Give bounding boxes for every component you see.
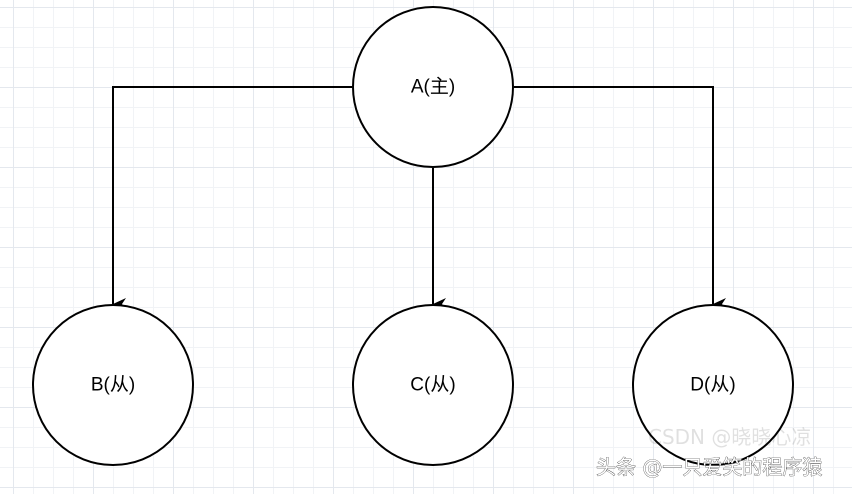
node-a-label: A(主) xyxy=(411,76,455,98)
node-d[interactable]: D(从) xyxy=(632,304,794,466)
node-d-circle xyxy=(632,304,794,466)
node-c[interactable]: C(从) xyxy=(352,304,514,466)
connectors xyxy=(112,86,726,310)
node-b-circle xyxy=(32,304,194,466)
edge-a-to-d xyxy=(514,86,726,310)
node-a[interactable]: A(主) xyxy=(352,6,514,168)
node-c-circle xyxy=(352,304,514,466)
node-d-label: D(从) xyxy=(690,375,735,396)
csdn-watermark: CSDN @晓晓心凉 xyxy=(648,425,811,449)
node-c-label: C(从) xyxy=(410,375,455,396)
node-b[interactable]: B(从) xyxy=(32,304,194,466)
edge-a-to-b xyxy=(112,86,352,310)
node-a-circle xyxy=(352,6,514,168)
toutiao-watermark: 头条 @一只爱笑的程序猿 xyxy=(596,455,822,479)
node-b-label: B(从) xyxy=(91,375,135,396)
